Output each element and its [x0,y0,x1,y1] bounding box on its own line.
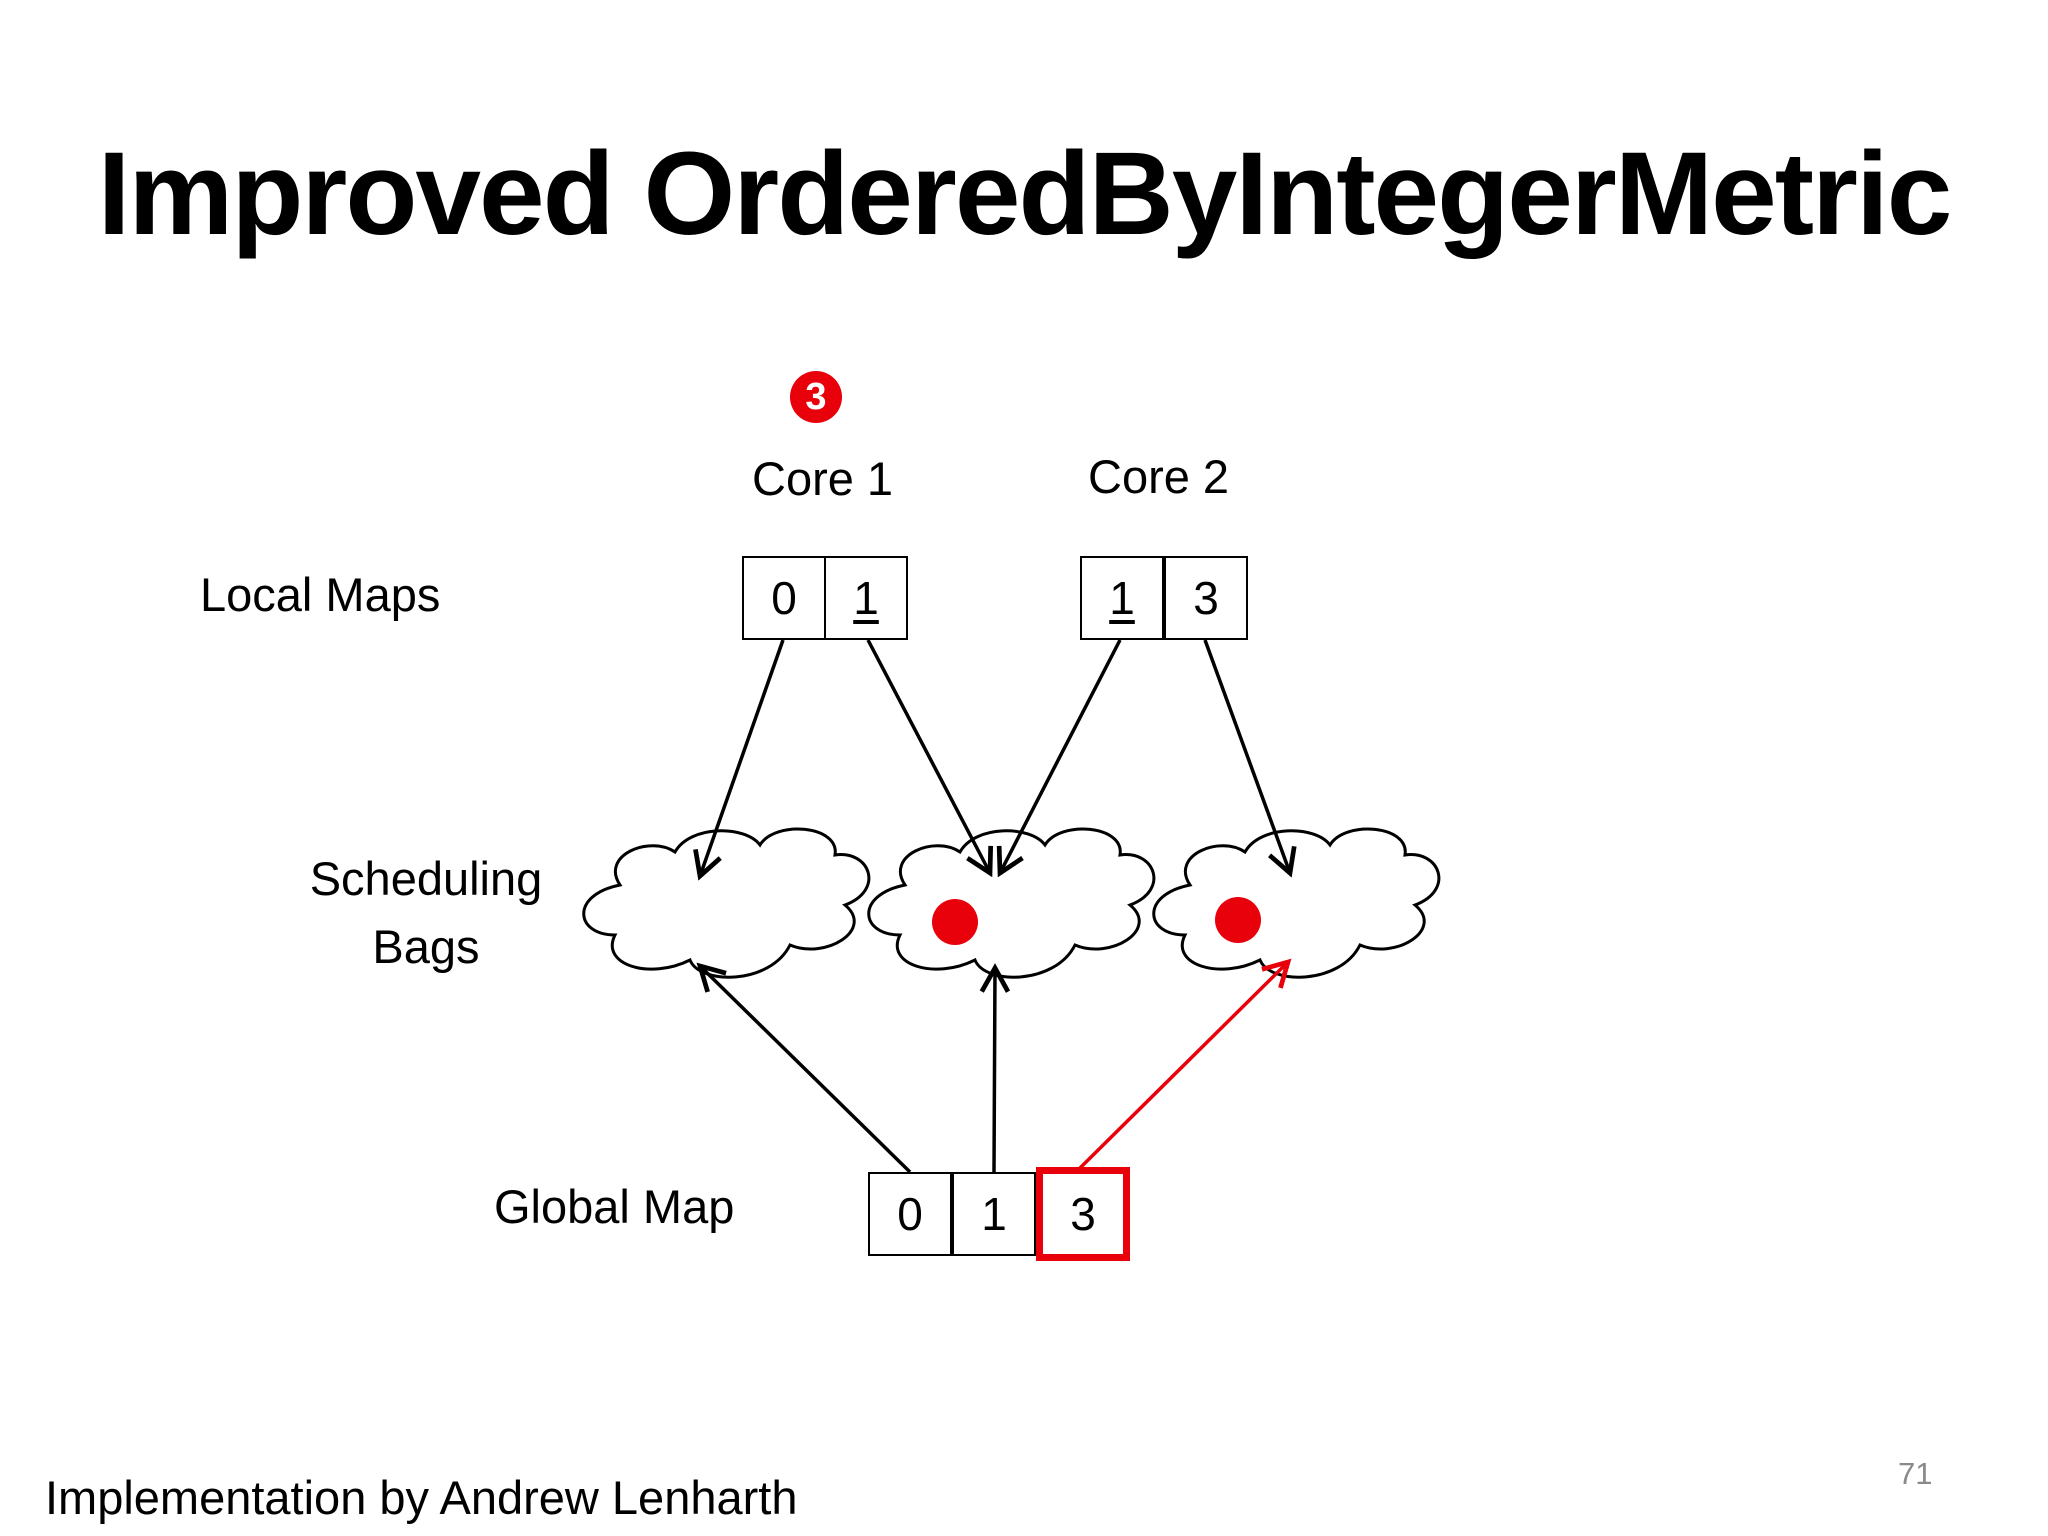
slide-title: Improved OrderedByIntegerMetric [97,128,1953,260]
scheduling-bags-label-line-1: Scheduling [309,852,543,905]
work-item-dot [932,899,978,945]
step-badge: 3 [790,371,842,423]
scheduling-bag-1 [582,827,871,979]
scheduling-bag-2 [867,827,1156,979]
page-number: 71 [1898,1456,1933,1491]
scheduling-bags-label: Scheduling Bags [296,852,556,974]
local-maps-label: Local Maps [200,568,441,621]
core-2-label: Core 2 [1088,450,1230,503]
arrow-core1-1-to-bag2 [866,639,994,878]
scheduling-bags-label-line-2: Bags [372,920,480,974]
global-map-cell: 1 [952,1172,1036,1256]
core-1-label: Core 1 [752,452,894,505]
global-map-label: Global Map [494,1180,735,1233]
global-map-cell-highlighted: 3 [1036,1167,1130,1261]
arrow-core2-3-to-bag3 [1203,639,1297,878]
arrow-global-3-to-bag3 [1078,958,1292,1170]
core-1-local-map-cell: 0 [742,556,826,640]
arrow-global-1-to-bag2 [979,963,1011,1173]
work-item-dot [1215,897,1261,943]
global-map-cell: 0 [868,1172,952,1256]
arrow-core1-0-to-bag1 [693,639,785,881]
core-2-local-map-cell: 1 [1080,556,1164,640]
core-1-local-map-cell: 1 [824,556,908,640]
arrow-global-0-to-bag1 [696,962,912,1174]
footer-credit: Implementation by Andrew Lenharth [45,1471,798,1524]
arrow-core2-1-to-bag2 [996,639,1122,878]
scheduling-bag-3 [1152,827,1441,979]
core-2-local-map-cell: 3 [1164,556,1248,640]
